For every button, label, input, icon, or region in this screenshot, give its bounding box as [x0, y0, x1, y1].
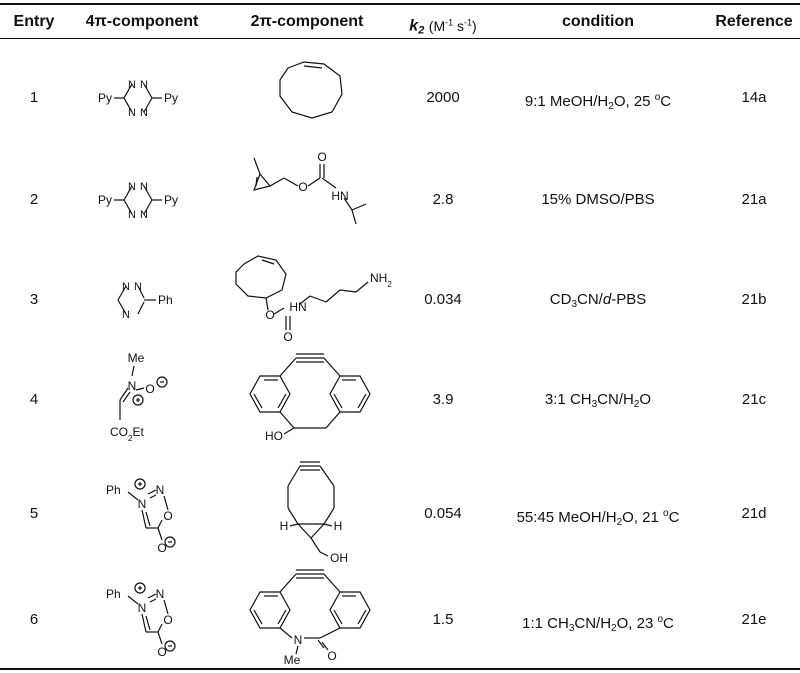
row-2-2pi-hn: HN [331, 189, 348, 203]
header-k2-units: (M-1 s-1) [428, 17, 477, 34]
row-6-4pi-o-exo: O [157, 645, 166, 659]
row-4-4pi-n: N [128, 379, 137, 393]
row-6-entry: 6 [29, 611, 39, 628]
row-4-entry: 4 [29, 391, 39, 408]
row-4-condition: 3:1 CH3CN/H2O [544, 391, 652, 410]
row-6-4pi-n2: N [156, 587, 165, 601]
row-3-condition: CD3CN/d-PBS [549, 291, 647, 310]
row-2-2pi-o-carbonyl: O [317, 150, 326, 164]
row-6-4pi-n1: N [138, 601, 147, 615]
row-6-4pi-structure: Ph N N O O [100, 574, 200, 664]
row-5-4pi-n1: N [138, 497, 147, 511]
row-3-2pi-o-carbonyl: O [283, 330, 292, 344]
row-5-2pi-h-left: H [280, 519, 289, 533]
row-5-4pi-o-ring: O [163, 509, 172, 523]
row-2-4pi-py-left: Py [98, 193, 112, 207]
row-1-4pi-n4: N [140, 107, 148, 119]
row-5-4pi-n2: N [156, 483, 165, 497]
row-5-condition: 55:45 MeOH/H2O, 21 oC [516, 508, 680, 528]
row-2-4pi-n3: N [128, 209, 136, 221]
row-3-4pi-n2: N [134, 281, 142, 293]
row-4-4pi-structure: Me N O CO2Et [108, 350, 198, 446]
row-1-condition: 9:1 MeOH/H2O, 25 oC [524, 92, 672, 112]
row-3-entry: 3 [29, 291, 39, 308]
row-2-4pi-n1: N [128, 181, 136, 193]
row-3-reference: 21b [741, 291, 767, 308]
row-6-2pi-me: Me [284, 653, 301, 667]
row-5-2pi-structure: H H OH [262, 446, 362, 568]
row-6-condition: 1:1 CH3CN/H2O, 23 oC [522, 614, 674, 634]
row-1-4pi-n1: N [128, 79, 136, 91]
row-5-2pi-oh: OH [330, 551, 348, 565]
row-2-2pi-structure: O O HN [244, 148, 384, 240]
row-3-4pi-n3: N [122, 309, 130, 321]
row-6-4pi-ph: Ph [106, 587, 121, 601]
row-2-4pi-n2: N [140, 181, 148, 193]
row-6-k2: 1.5 [432, 611, 454, 628]
row-5-k2: 0.054 [424, 505, 462, 522]
row-4-reference: 21c [741, 391, 767, 408]
row-1-4pi-py-left: Py [98, 91, 112, 105]
row-3-4pi-n1: N [122, 281, 130, 293]
row-6-reference: 21e [741, 611, 767, 628]
row-1-4pi-n3: N [128, 107, 136, 119]
table-bottom-rule [0, 668, 800, 670]
row-3-2pi-o-ester: O [265, 308, 274, 322]
row-4-4pi-me: Me [128, 351, 145, 365]
row-2-4pi-structure: N N N N Py Py [88, 166, 208, 232]
row-2-reference: 21a [741, 191, 767, 208]
row-2-4pi-n4: N [140, 209, 148, 221]
row-6-4pi-o-ring: O [163, 613, 172, 627]
row-6-2pi-structure: N Me O [240, 560, 380, 667]
row-2-entry: 2 [29, 191, 39, 208]
header-condition: condition [562, 13, 634, 30]
row-5-4pi-ph: Ph [106, 483, 121, 497]
table-header-rule [0, 38, 800, 39]
row-1-reference: 14a [741, 89, 767, 106]
row-3-2pi-hn: HN [289, 300, 306, 314]
row-5-reference: 21d [741, 505, 767, 522]
header-reference: Reference [715, 13, 793, 30]
row-1-4pi-structure: N N N N Py Py [88, 64, 208, 130]
table-top-rule [0, 3, 800, 5]
row-4-2pi-structure: HO [240, 342, 380, 446]
header-4pi-component: 4π-component [85, 13, 199, 30]
row-4-4pi-ester: CO2Et [110, 425, 144, 443]
row-2-condition: 15% DMSO/PBS [541, 191, 655, 208]
row-2-k2: 2.8 [432, 191, 454, 208]
row-4-2pi-ho: HO [265, 429, 283, 443]
header-k2: k2 (M-1 s-1) [409, 17, 477, 37]
row-3-4pi-ph: Ph [158, 293, 173, 307]
row-3-k2: 0.034 [424, 291, 462, 308]
row-3-2pi-structure: O O HN NH2 [226, 246, 396, 344]
row-5-4pi-o-exo: O [157, 541, 166, 555]
row-2-2pi-o-ester: O [298, 180, 307, 194]
row-5-entry: 5 [29, 505, 39, 522]
row-6-2pi-n: N [294, 633, 303, 647]
row-4-k2: 3.9 [432, 391, 454, 408]
row-1-4pi-py-right: Py [164, 91, 178, 105]
row-1-2pi-structure [268, 56, 358, 124]
row-5-2pi-h-right: H [334, 519, 343, 533]
header-2pi-component: 2π-component [250, 13, 364, 30]
row-1-k2: 2000 [426, 89, 460, 106]
header-entry: Entry [13, 13, 55, 30]
row-2-4pi-py-right: Py [164, 193, 178, 207]
row-6-2pi-o: O [327, 649, 336, 663]
row-5-4pi-structure: Ph N N O O [100, 470, 200, 560]
row-1-entry: 1 [29, 89, 39, 106]
row-3-2pi-nh2: NH2 [370, 271, 392, 289]
row-1-4pi-n2: N [140, 79, 148, 91]
row-3-4pi-structure: N N N Ph [104, 266, 194, 332]
row-4-4pi-o: O [145, 382, 154, 396]
